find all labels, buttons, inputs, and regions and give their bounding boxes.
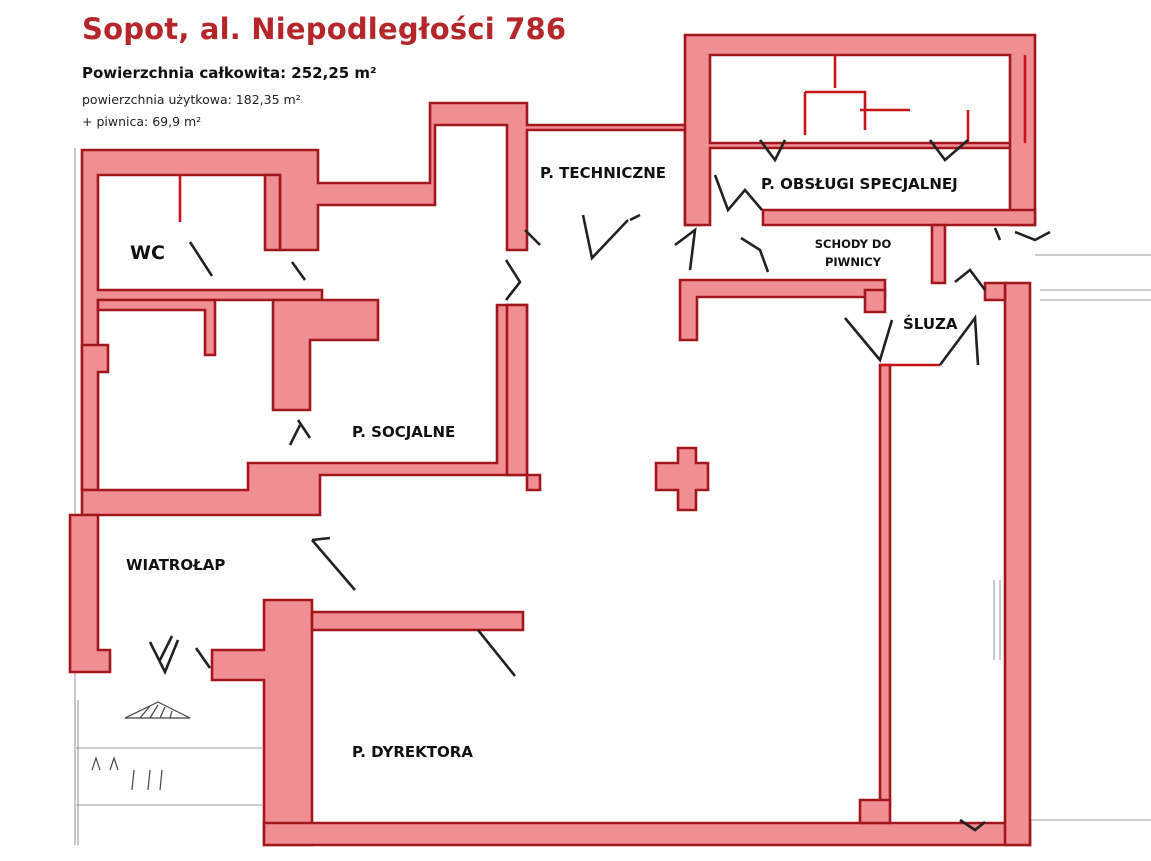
- wall-social-right: [505, 303, 529, 477]
- red-lines: [178, 55, 1027, 367]
- wall-left-outer: [80, 101, 702, 492]
- room-label-social: P. SOCJALNE: [352, 423, 455, 441]
- room-label-stairs-line1: SCHODY DO: [815, 237, 892, 251]
- wall-stairs-bottom: [678, 278, 887, 342]
- wall-left-thick: [80, 343, 110, 492]
- basement-area: + piwnica: 69,9 m²: [82, 114, 202, 129]
- doors: [148, 139, 1051, 832]
- room-label-vestibule: WIATROŁAP: [126, 556, 225, 574]
- wall-northeast: [683, 33, 1037, 227]
- room-label-special-service: P. OBSŁUGI SPECJALNEJ: [761, 175, 958, 193]
- stair-symbol: [124, 701, 191, 719]
- room-labels: WC P. TECHNICZNE P. OBSŁUGI SPECJALNEJ S…: [126, 164, 958, 761]
- sketch-lines: [74, 148, 1151, 845]
- wall-stairs-right: [930, 223, 947, 285]
- wall-social-bottom: [80, 303, 542, 517]
- wall-inner-block: [271, 298, 380, 412]
- total-area: Powierzchnia całkowita: 252,25 m²: [82, 64, 377, 82]
- room-label-wc: WC: [130, 242, 165, 264]
- wall-wc-block: [263, 173, 282, 252]
- wall-vestibule-right: [210, 598, 314, 847]
- wall-vestibule-left: [68, 513, 112, 674]
- wall-right-outer: [1003, 281, 1032, 847]
- room-label-airlock: ŚLUZA: [903, 314, 958, 333]
- room-label-director: P. DYREKTORA: [352, 743, 473, 761]
- page-title: Sopot, al. Niepodległości 786: [82, 12, 567, 46]
- room-label-stairs-line2: PIWNICY: [825, 255, 882, 269]
- wall-bottom: [262, 821, 1032, 847]
- wall-stairs-top: [761, 208, 1037, 227]
- central-column: [654, 446, 710, 512]
- wall-airlock-right: [983, 281, 1007, 302]
- wall-airlock-left: [878, 363, 892, 807]
- wall-inner-stub: [96, 298, 217, 357]
- walls: [68, 33, 1037, 847]
- usable-area: powierzchnia użytkowa: 182,35 m²: [82, 92, 301, 107]
- room-label-technical: P. TECHNICZNE: [540, 164, 666, 182]
- wall-inner-right: [858, 798, 892, 825]
- wall-airlock-stub: [863, 288, 887, 314]
- wall-director-top: [310, 610, 525, 632]
